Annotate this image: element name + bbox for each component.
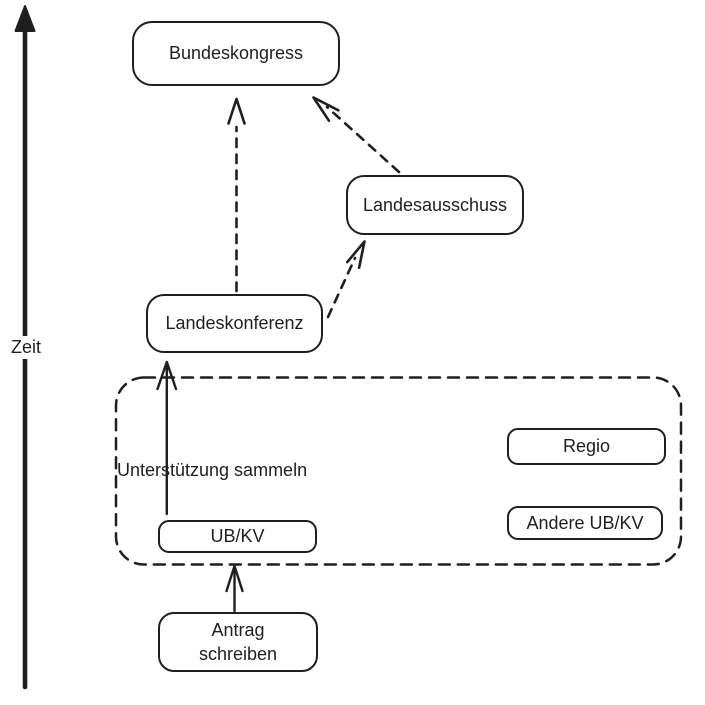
zeit-axis-arrowhead-icon [14, 5, 36, 32]
arrow-landesausschuss-to-bundeskongress [312, 96, 401, 174]
dashed-region-border [114, 376, 683, 566]
node-landesausschuss: Landesausschuss [346, 175, 524, 235]
node-landeskonferenz: Landeskonferenz [146, 294, 323, 353]
node-regio: Regio [507, 428, 666, 465]
arrow-landeskonferenz-to-bundeskongress [227, 97, 246, 293]
arrow-antrag-to-ubkv [225, 564, 244, 613]
node-andere-ubkv: Andere UB/KV [507, 506, 663, 540]
node-ubkv: UB/KV [158, 520, 317, 553]
arrow-ubkv-to-landeskonferenz [156, 360, 178, 516]
arrow-landeskonferenz-to-landesausschuss [326, 240, 366, 319]
node-bundeskongress: Bundeskongress [132, 21, 340, 86]
node-antrag-schreiben: Antrag schreiben [158, 612, 318, 672]
zeit-axis-label: Zeit [2, 336, 50, 359]
unterstuetzung-sammeln-annotation: Unterstützung sammeln [117, 460, 308, 480]
node-antrag-schreiben-label: Antrag schreiben [198, 619, 278, 664]
